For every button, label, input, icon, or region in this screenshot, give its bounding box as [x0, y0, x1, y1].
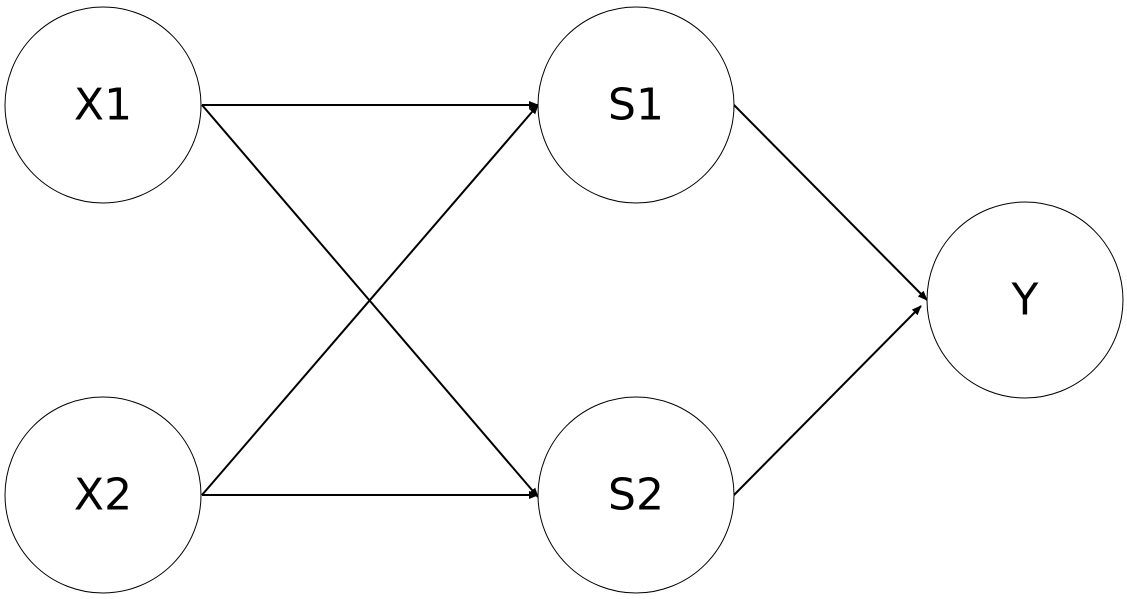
node-s2: S2	[537, 396, 735, 594]
node-label-x2: X2	[74, 470, 132, 521]
node-label-s1: S1	[608, 80, 664, 131]
node-circle-y	[926, 201, 1124, 399]
node-label-y: Y	[1011, 275, 1039, 326]
node-label-s2: S2	[608, 470, 664, 521]
edge-x2-to-s1	[201, 104, 539, 496]
node-circle-x1	[4, 6, 202, 204]
node-circle-s2	[537, 396, 735, 594]
node-x1: X1	[4, 6, 202, 204]
node-s1: S1	[537, 6, 735, 204]
node-x2: X2	[4, 396, 202, 594]
node-y: Y	[926, 201, 1124, 399]
node-circle-x2	[4, 396, 202, 594]
edge-s1-to-y	[733, 104, 928, 301]
node-label-x1: X1	[74, 80, 132, 131]
node-circle-s1	[537, 6, 735, 204]
edges-layer	[201, 101, 928, 499]
edge-s2-to-y	[733, 305, 922, 496]
